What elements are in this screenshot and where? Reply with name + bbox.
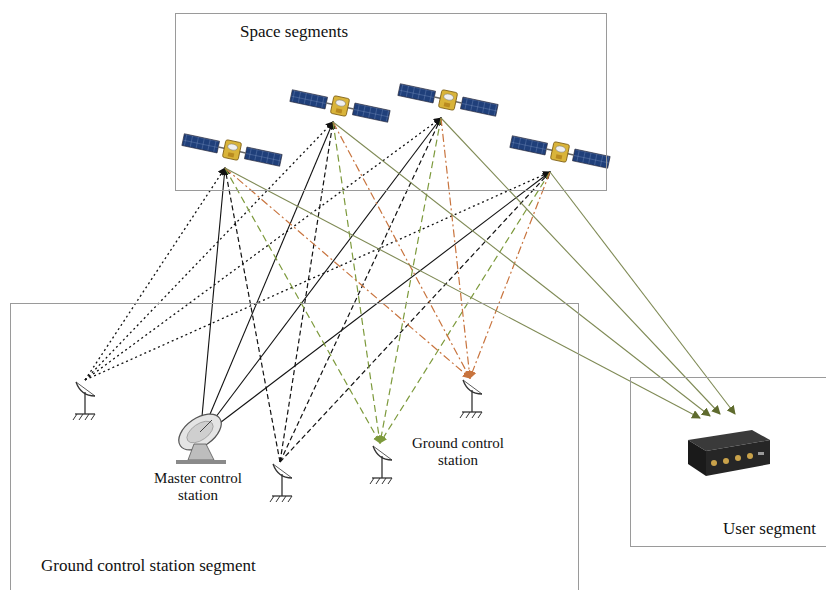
segment-region: User segment [630,377,826,547]
segment-title: User segment [721,519,818,539]
station-label: Ground control station [404,434,512,469]
station-label: Master control station [140,469,256,504]
segment-region: Space segments [175,13,607,191]
segment-title: Ground control station segment [39,556,258,576]
segment-title: Space segments [238,22,350,42]
